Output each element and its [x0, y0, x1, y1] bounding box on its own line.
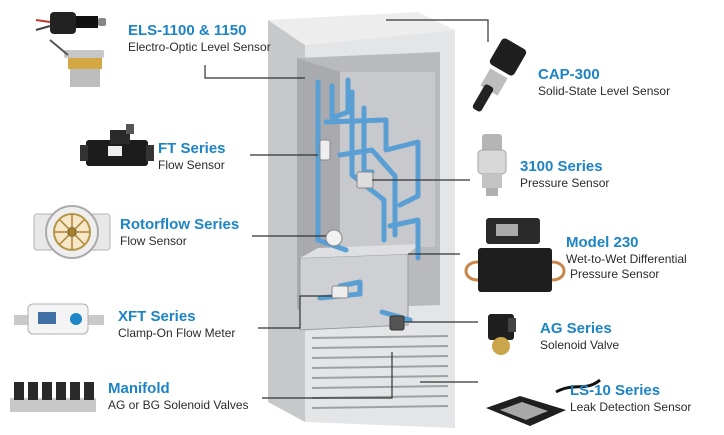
subtitle-rotorflow: Flow Sensor — [120, 234, 187, 248]
equipment-cabinet — [268, 12, 455, 428]
subtitle-els: Electro-Optic Level Sensor — [128, 40, 271, 54]
cabinet-lower-box-top — [300, 244, 420, 258]
title-els: ELS-1100 & 1150 — [128, 22, 247, 39]
leader-xft — [258, 295, 332, 329]
rotor-flow-sensor-icon — [33, 205, 111, 259]
level-sensor-probe-icon — [35, 12, 106, 87]
valve-manifold-icon — [10, 382, 96, 412]
label-ls10: LS-10 Series Leak Detection Sensor — [570, 382, 691, 415]
flow-sensor-icon — [80, 124, 154, 166]
title-xft: XFT Series — [118, 308, 196, 325]
title-rotorflow: Rotorflow Series — [120, 216, 240, 233]
title-ag: AG Series — [540, 320, 612, 337]
title-ft: FT Series — [158, 140, 226, 157]
subtitle-m230: Wet-to-Wet Differential — [566, 252, 687, 266]
fitting-rotorflow — [325, 229, 343, 247]
leak-detection-sensor-icon — [486, 378, 601, 426]
title-manifold: Manifold — [108, 380, 170, 397]
subtitle-xft: Clamp-On Flow Meter — [118, 326, 236, 340]
differential-pressure-sensor-icon — [464, 218, 566, 292]
title-ls10: LS-10 Series — [570, 382, 661, 399]
label-rotorflow: Rotorflow Series Flow Sensor — [120, 216, 239, 249]
subtitle-cap300: Solid-State Level Sensor — [538, 84, 671, 98]
solenoid-valve-icon — [488, 314, 516, 355]
subtitle-manifold: AG or BG Solenoid Valves — [108, 398, 249, 412]
clamp-on-flow-meter-icon — [14, 303, 104, 335]
subtitle-ag: Solenoid Valve — [540, 338, 620, 352]
label-3100: 3100 Series Pressure Sensor — [520, 158, 609, 191]
label-manifold: Manifold AG or BG Solenoid Valves — [108, 380, 249, 413]
title-m230: Model 230 — [566, 234, 639, 251]
solid-state-level-sensor-icon — [472, 38, 527, 112]
leader-lines — [204, 19, 489, 399]
leader-cap300 — [386, 19, 489, 42]
subtitle-ft: Flow Sensor — [158, 158, 225, 172]
label-cap300: CAP-300 Solid-State Level Sensor — [538, 66, 670, 99]
title-3100: 3100 Series — [520, 158, 603, 175]
label-ft: FT Series Flow Sensor — [158, 140, 226, 173]
label-els: ELS-1100 & 1150 Electro-Optic Level Sens… — [128, 22, 271, 55]
pressure-sensor-icon — [477, 134, 507, 196]
subtitle-3100: Pressure Sensor — [520, 176, 610, 190]
label-m230: Model 230 Wet-to-Wet Differential Pressu… — [566, 234, 687, 282]
fitting-3100 — [356, 171, 374, 189]
title-cap300: CAP-300 — [538, 66, 600, 83]
subtitle-ls10: Leak Detection Sensor — [570, 400, 692, 414]
leader-els — [204, 65, 305, 79]
fitting-ag-valve — [389, 315, 405, 331]
fitting-xft — [331, 285, 349, 299]
subtitle2-m230: Pressure Sensor — [570, 267, 660, 281]
leader-manifold — [262, 352, 393, 399]
label-ag: AG Series Solenoid Valve — [540, 320, 619, 353]
fitting-ft — [319, 139, 331, 161]
cabinet-side-face — [268, 20, 305, 422]
label-xft: XFT Series Clamp-On Flow Meter — [118, 308, 235, 341]
